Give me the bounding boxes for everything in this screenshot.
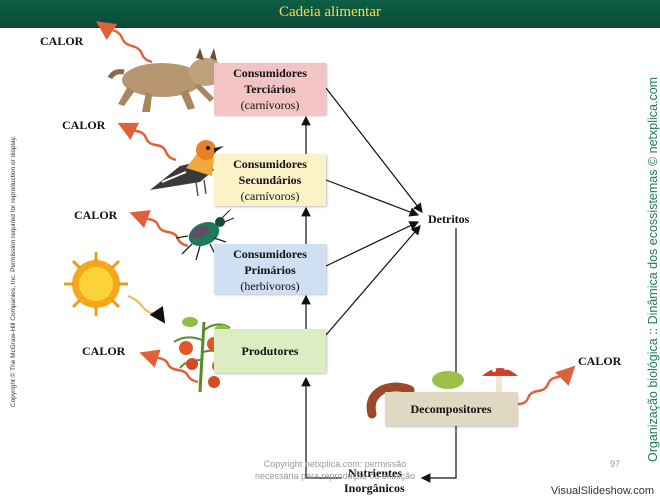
heat-label-decompositores: CALOR [578,354,622,368]
decomposers-icon [366,366,518,419]
watermark: Copyright netxplica.com: permissão neces… [230,458,440,482]
node-consumidores-secundarios: Consumidores Secundários (carnívoros) [214,154,326,206]
node-terciarios-line3: (carnívoros) [240,98,300,112]
footer-brand: VisualSlideshow.com [550,485,654,497]
heat-arrow-secundarios [117,122,177,162]
node-terciarios-line2: Terciários [244,82,296,96]
heat-arrow-terciarios [96,21,153,64]
sunlight-arrow [127,295,166,324]
side-caption-right: Organização biológica :: Dinâmica dos ec… [646,76,660,462]
node-consumidores-terciarios: Consumidores Terciários (carnívoros) [214,63,326,115]
page-number: 97 [610,459,621,469]
heat-label-produtores: CALOR [82,344,126,358]
arrow-secundarios-detritos [325,179,420,217]
warbler-icon [150,140,224,197]
node-consumidores-primarios: Consumidores Primários (herbívoros) [214,244,326,294]
node-produtores-label: Produtores [241,344,299,358]
heat-arrow-primarios [129,210,189,248]
heat-label-secundarios: CALOR [62,118,106,132]
node-nutrientes-line1: Nutrientes [348,466,402,480]
node-primarios-line1: Consumidores [233,247,307,261]
arrow-nutrientes-produtores [301,376,342,479]
arrow-decompositores-nutrientes [420,426,457,483]
heat-arrow-produtores [139,349,199,384]
node-secundarios-line3: (carnívoros) [240,189,300,203]
beetle-icon [175,209,235,261]
node-primarios-line3: (herbívoros) [240,279,300,293]
arrow-primarios-detritos [325,221,420,267]
node-secundarios-line2: Secundários [238,173,302,187]
node-decompositores-label: Decompositores [410,402,492,416]
heat-arrow-decompositores [517,365,576,406]
node-terciarios-line1: Consumidores [233,66,307,80]
slide-title: Cadeia alimentar [278,4,382,20]
sun-icon [64,252,128,316]
heat-label-primarios: CALOR [74,208,118,222]
node-decompositores: Decompositores [385,392,517,426]
arrow-terciarios-detritos [325,87,423,213]
node-nutrientes-line2: Inorgânicos [344,481,405,495]
arrow-produtores-detritos [325,225,421,336]
watermark-line2: necessária para reprodução ou exibição [254,471,416,481]
heat-label-terciarios: CALOR [40,34,84,48]
watermark-line1: Copyright netxplica.com: permissão [263,459,407,469]
side-copyright-left: Copyright © The McGraw-Hill Companies, I… [10,135,17,407]
node-secundarios-line1: Consumidores [233,157,307,171]
node-detritos: Detritos [428,212,470,226]
node-produtores: Produtores [214,329,326,373]
lynx-icon [107,48,223,112]
node-primarios-line2: Primários [244,263,296,277]
